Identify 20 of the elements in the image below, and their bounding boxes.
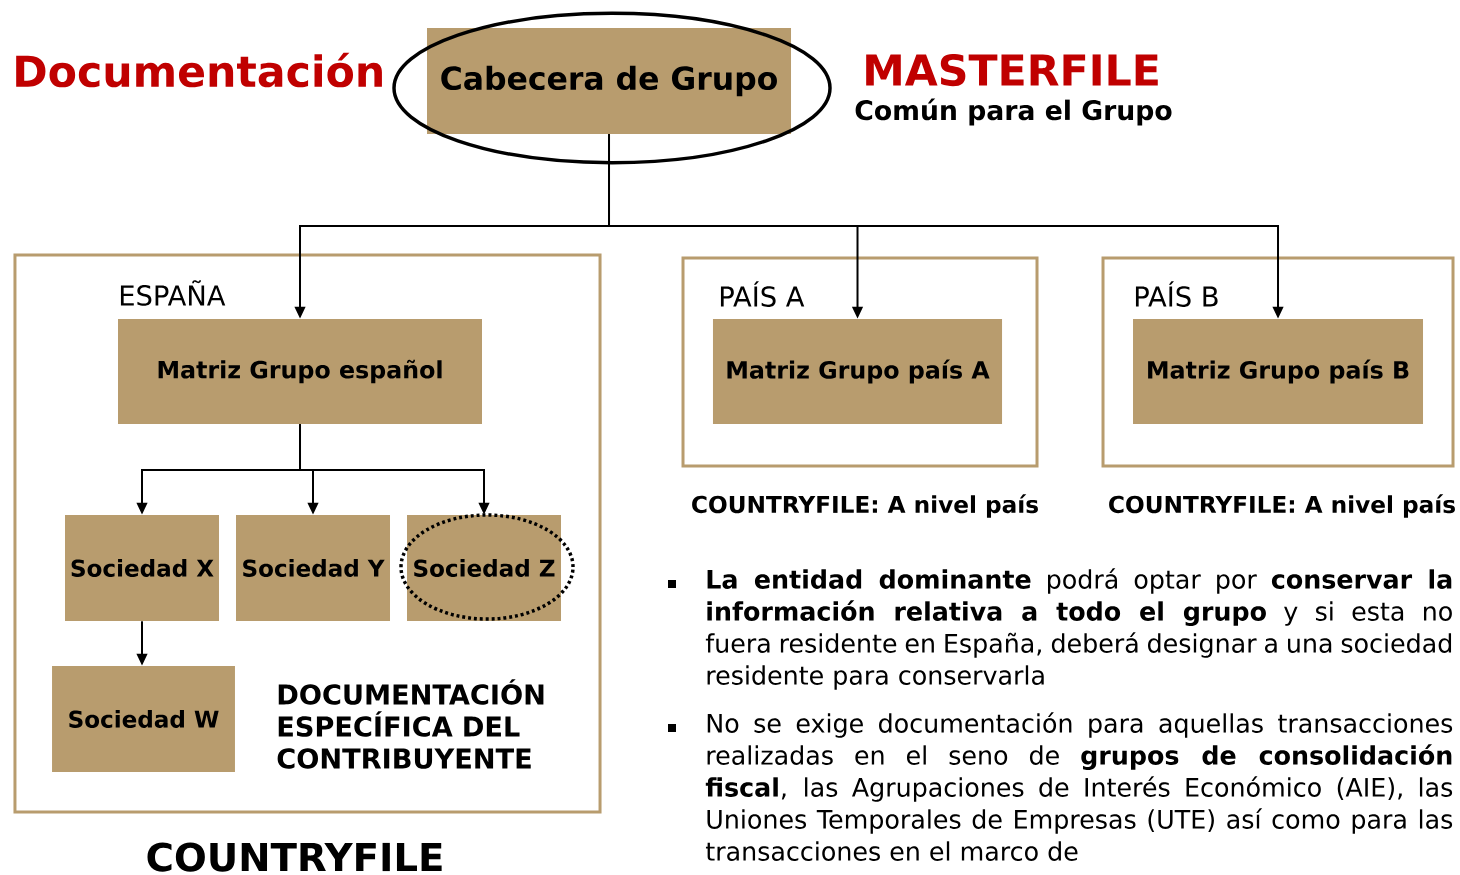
org-box: Sociedad Z [407, 515, 561, 621]
org-box: Sociedad Y [236, 515, 390, 621]
org-box: Matriz Grupo país B [1133, 318, 1423, 425]
node-label: COUNTRYFILE [147, 842, 442, 872]
org-box: Sociedad X [65, 515, 219, 621]
org-box: Cabecera de Grupo [427, 28, 791, 134]
country-name: ESPAÑA [120, 280, 226, 306]
country-name: PAÍS B [1135, 281, 1218, 307]
org-box: Matriz Grupo país A [713, 318, 1003, 425]
node-label: COUNTRYFILE: A nivel país [1109, 494, 1455, 518]
org-box: Sociedad W [52, 666, 235, 772]
subheading: Común para el Grupo [855, 98, 1172, 126]
org-box: Matriz Grupo español [118, 318, 482, 425]
bullet-text: No se exige documentación para aquellas transacciones realizadas en el seno de grupos de consolidación fiscal, las Agrupaciones de Interés Económico (AIE), las Uniones Temporales de Empresas (UTE) así como para las transacciones en el marco de [705, 712, 1453, 861]
heading: MASTERFILE [866, 53, 1158, 87]
note-text: DOCUMENTACIÓN ESPECÍFICA DEL CONTRIBUYENTE [277, 679, 544, 769]
node-label: COUNTRYFILE: A nivel país [692, 494, 1038, 518]
bullet-text: La entidad dominante podrá optar por conservar la información relativa a todo el grupo y si esta no fuera residente en España, deberá designar a una sociedad residente para conservarla [705, 568, 1452, 690]
country-name: PAÍS A [720, 281, 805, 307]
heading: Documentación [16, 52, 382, 88]
